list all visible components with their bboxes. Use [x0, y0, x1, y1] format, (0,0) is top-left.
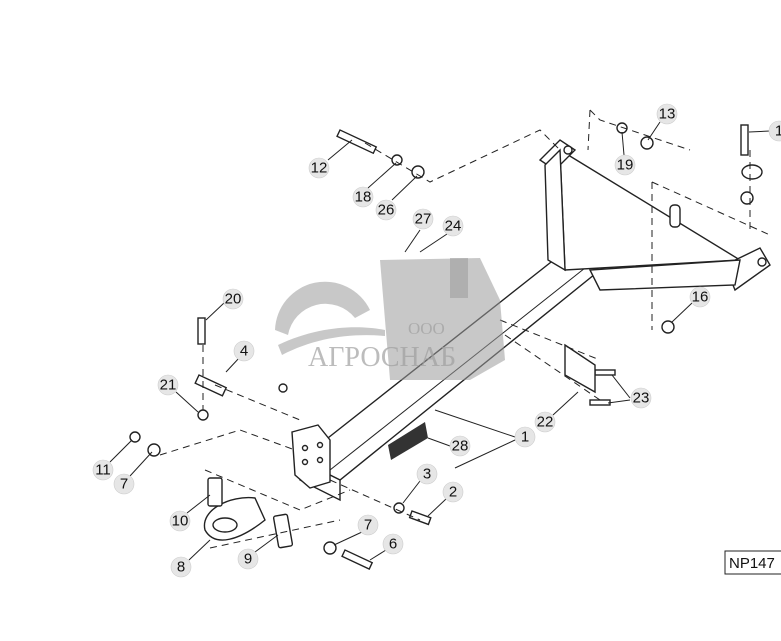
callout-bubble — [656, 103, 678, 125]
callout-number: 3 — [423, 466, 431, 483]
callout-number: 1 — [521, 429, 529, 446]
reference-code-box: NP147 — [724, 550, 781, 575]
callout-number: 4 — [240, 343, 248, 360]
bolts — [194, 124, 749, 570]
callout-bubble — [442, 481, 464, 503]
callout-bubble — [412, 208, 434, 230]
callout-bubble — [689, 286, 711, 308]
hitch-bracket — [291, 424, 331, 489]
callout-bubble — [233, 340, 255, 362]
callout-bubble — [614, 154, 636, 176]
watermark-name: АГРОСНАБ — [308, 342, 456, 373]
plate-9 — [272, 513, 294, 549]
decal-28 — [388, 422, 428, 460]
callout-number: 22 — [537, 414, 554, 431]
callout-number: 9 — [244, 551, 252, 568]
watermark-logo: ООО АГРОСНАБ — [275, 258, 505, 380]
callout-number: 26 — [378, 202, 395, 219]
callout-bubble — [222, 288, 244, 310]
callout-number: 19 — [617, 157, 634, 174]
callout-bubble — [630, 387, 652, 409]
callout-number: 13 — [659, 106, 676, 123]
callout-number: 16 — [692, 289, 709, 306]
callout-bubble — [416, 463, 438, 485]
callout-number: 27 — [415, 211, 432, 228]
callout-number: 24 — [445, 218, 462, 235]
callout-number: 10 — [172, 513, 189, 530]
callout-number: 1 — [775, 123, 781, 140]
callout-number: 2 — [449, 484, 457, 501]
drawbar-eye — [203, 496, 266, 541]
bracket-22 — [564, 343, 596, 394]
assembly-lines — [159, 109, 771, 549]
callout-bubble — [449, 435, 471, 457]
callout-bubble — [170, 556, 192, 578]
callout-number: 23 — [633, 390, 650, 407]
callout-bubble — [442, 215, 464, 237]
watermark-prefix: ООО — [408, 319, 445, 338]
callout-number: 11 — [95, 462, 111, 479]
callout-number: 7 — [120, 476, 128, 493]
callout-number: 28 — [452, 438, 469, 455]
callout-bubble — [534, 411, 556, 433]
callout-number: 20 — [225, 291, 242, 308]
callout-bubble — [113, 473, 135, 495]
callout-bubble — [382, 533, 404, 555]
callout-number: 6 — [389, 536, 397, 553]
callout-bubble — [169, 510, 191, 532]
callout-bubble — [92, 459, 114, 481]
callout-number: 12 — [311, 160, 328, 177]
callout-bubble — [768, 120, 781, 142]
callout-bubble — [352, 186, 374, 208]
callout-number: 8 — [177, 559, 185, 576]
callout-bubble — [357, 514, 379, 536]
callout-number: 21 — [160, 377, 177, 394]
callout-bubble — [157, 374, 179, 396]
callout-number: 18 — [355, 189, 372, 206]
mounting-plate — [538, 139, 771, 292]
reference-code: NP147 — [729, 555, 775, 572]
leader-lines — [109, 121, 771, 561]
callout-bubble — [375, 199, 397, 221]
callout-bubble — [308, 157, 330, 179]
callout-number: 7 — [364, 517, 372, 534]
callout-bubble — [514, 426, 536, 448]
plate-10 — [207, 477, 223, 507]
callout-bubble — [237, 548, 259, 570]
